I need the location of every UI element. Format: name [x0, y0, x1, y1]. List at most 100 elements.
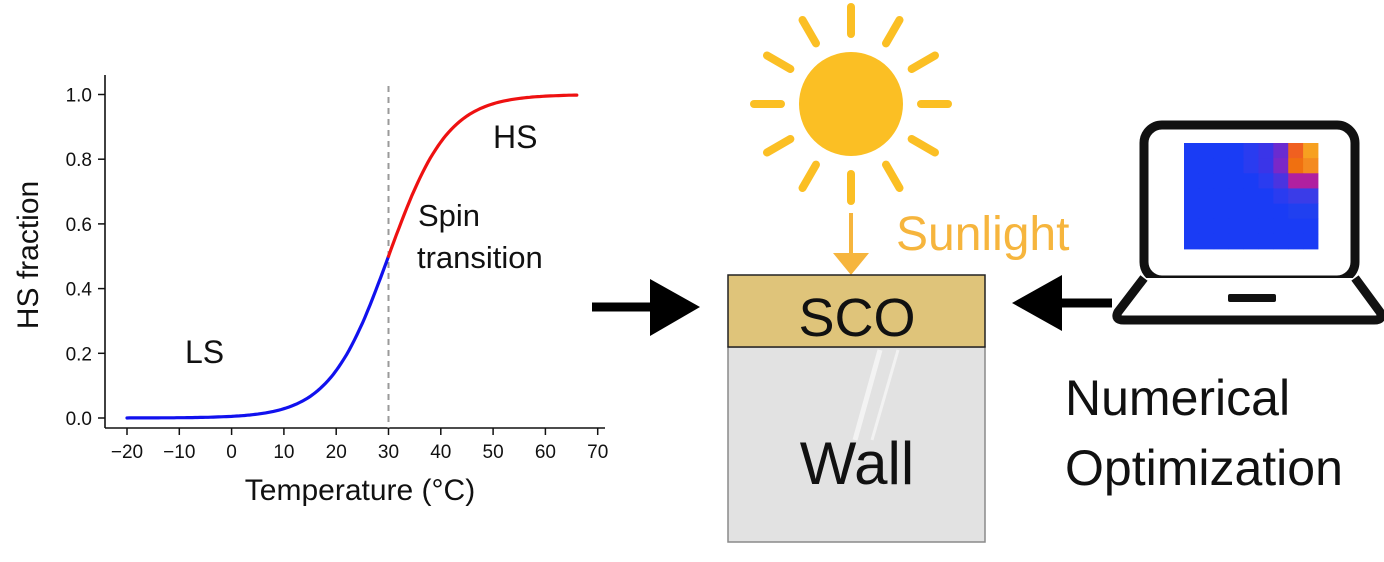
- heatmap-cell: [1258, 158, 1274, 174]
- heatmap-cell: [1288, 158, 1304, 174]
- heatmap-cell: [1303, 203, 1319, 220]
- x-tick-label: −20: [111, 442, 143, 463]
- heatmap-cell: [1243, 203, 1259, 220]
- heatmap-cell: [1258, 203, 1274, 220]
- heatmap-cell: [1258, 143, 1274, 159]
- heatmap-cell: [1213, 173, 1230, 189]
- sun-ray: [907, 51, 940, 73]
- hs-label: HS: [493, 119, 537, 155]
- heatmap-cell: [1184, 143, 1200, 159]
- heatmap-cell: [1198, 218, 1215, 235]
- heatmap-cell: [1273, 233, 1289, 250]
- heatmap-cell: [1303, 188, 1319, 204]
- x-tick-label: 70: [587, 442, 608, 463]
- heatmap-cell: [1273, 143, 1289, 159]
- heatmap-cell: [1273, 203, 1289, 220]
- heatmap-cell: [1288, 143, 1304, 159]
- heatmap-cell: [1288, 173, 1304, 189]
- heatmap-cell: [1273, 158, 1289, 174]
- sun-icon: [750, 3, 952, 205]
- heatmap-cell: [1288, 218, 1304, 235]
- spin-transition-label-line2: transition: [417, 240, 543, 275]
- sun-ray: [762, 135, 795, 157]
- heatmap-cell: [1243, 218, 1259, 235]
- heatmap-cell: [1228, 218, 1244, 235]
- x-tick-label: 30: [378, 442, 399, 463]
- x-tick-label: 50: [483, 442, 504, 463]
- heatmap-cell: [1213, 233, 1230, 250]
- ls-curve: [125, 254, 391, 420]
- heatmap-cell: [1213, 203, 1230, 220]
- y-tick-label: 0.6: [66, 215, 92, 236]
- y-tick-label: 0.4: [66, 280, 93, 301]
- arrow-chart-to-sco: [592, 279, 700, 336]
- x-tick-label: 0: [226, 442, 237, 463]
- heatmap-cell: [1213, 158, 1230, 174]
- heatmap-cell: [1228, 203, 1244, 220]
- heatmap-cell: [1198, 188, 1215, 204]
- heatmap-cell: [1228, 143, 1244, 159]
- sun-ray: [798, 160, 820, 193]
- x-tick-label: 10: [273, 442, 294, 463]
- heatmap-cell: [1228, 158, 1244, 174]
- arrow-laptop-to-sco: [1012, 275, 1112, 331]
- heatmap-cell: [1303, 218, 1319, 235]
- heatmap-cell: [1184, 188, 1200, 204]
- heatmap-cell: [1288, 233, 1304, 250]
- heatmap-cell: [1243, 173, 1259, 189]
- y-ticks: 0.00.20.40.60.81.0: [66, 86, 105, 430]
- heatmap-cell: [1213, 143, 1230, 159]
- sun-ray: [798, 15, 820, 48]
- heatmap-cell: [1258, 233, 1274, 250]
- hs-curve: [386, 93, 579, 258]
- heatmap-cell: [1198, 203, 1215, 220]
- heatmap-cell: [1198, 173, 1215, 189]
- heatmap-cell: [1258, 188, 1274, 204]
- sco-label: SCO: [798, 288, 915, 348]
- heatmap-cell: [1258, 218, 1274, 235]
- y-tick-label: 0.0: [66, 409, 92, 430]
- heatmap-cell: [1288, 188, 1304, 204]
- heatmap-cell: [1303, 158, 1319, 174]
- heatmap-cell: [1198, 158, 1215, 174]
- wall-glare: [852, 349, 900, 441]
- numerical-optimization-line2: Optimization: [1065, 440, 1343, 496]
- numerical-optimization-line1: Numerical: [1065, 370, 1290, 426]
- heatmap-cell: [1184, 158, 1200, 174]
- heatmap-cell: [1303, 233, 1319, 250]
- heatmap-cell: [1184, 233, 1200, 250]
- heatmap-cell: [1184, 173, 1200, 189]
- heatmap-cell: [1184, 203, 1200, 220]
- sun-ray: [882, 15, 904, 48]
- spin-transition-label-line1: Spin: [418, 198, 480, 233]
- x-tick-label: −10: [163, 442, 195, 463]
- laptop-icon: [1112, 120, 1384, 325]
- heatmap-cell: [1198, 233, 1215, 250]
- heatmap-cell: [1213, 188, 1230, 204]
- y-axis-title: HS fraction: [12, 181, 45, 329]
- heatmap-cell: [1213, 218, 1230, 235]
- heatmap-cell: [1198, 143, 1215, 159]
- heatmap-cell: [1228, 173, 1244, 189]
- heatmap-cell: [1243, 158, 1259, 174]
- sun-disc: [799, 52, 903, 156]
- y-tick-label: 0.2: [66, 344, 92, 365]
- sun-ray: [762, 51, 795, 73]
- ls-label: LS: [185, 334, 224, 370]
- heatmap-cell: [1184, 218, 1200, 235]
- sun-ray: [882, 160, 904, 193]
- heatmap-screen: [1184, 143, 1319, 250]
- heatmap-cell: [1243, 188, 1259, 204]
- x-tick-label: 40: [430, 442, 451, 463]
- x-tick-label: 60: [535, 442, 556, 463]
- heatmap-cell: [1303, 173, 1319, 189]
- heatmap-cell: [1273, 188, 1289, 204]
- wall-block: [727, 346, 986, 543]
- heatmap-cell: [1243, 233, 1259, 250]
- heatmap-cell: [1228, 188, 1244, 204]
- sco-layer: [727, 274, 986, 348]
- heatmap-cell: [1243, 143, 1259, 159]
